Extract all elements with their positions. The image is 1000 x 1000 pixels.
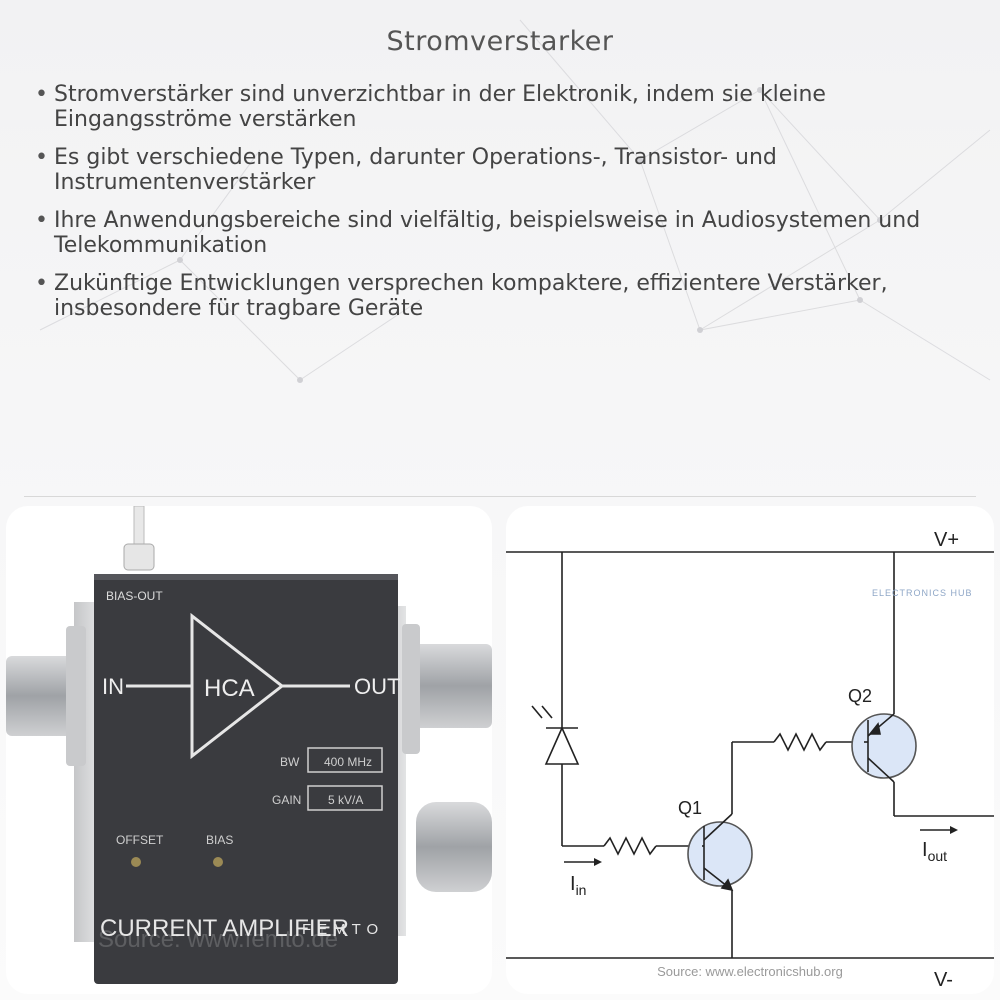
current-amplifier-device-image: BIAS-OUT IN HCA OUT BW 400 MHz GAIN 5 kV… [6,506,492,984]
i-in-subscript: in [576,882,587,898]
bullet-dot-icon: • [35,145,48,170]
bullet-text: Stromverstärker sind unverzichtbar in de… [54,82,826,132]
bullet-item: •Stromverstärker sind unverzichtbar in d… [32,82,972,132]
gain-value: 5 kV/A [328,793,363,807]
bullet-text: Es gibt verschiedene Typen, darunter Ope… [54,145,777,195]
i-out-label: Iout [922,839,947,864]
i-in-label: Iin [570,873,586,898]
i-in-symbol: I [570,873,576,895]
i-out-subscript: out [928,848,948,864]
product-name: CURRENT AMPLIFIER [100,915,349,942]
slide-title: Stromverstarker [386,26,614,57]
in-label: IN [102,674,124,699]
bw-value: 400 MHz [324,755,372,769]
section-divider [24,496,976,497]
circuit-source-credit: Source: www.electronicshub.org [657,964,843,979]
bullet-text: Ihre Anwendungsbereiche sind vielfältig,… [54,208,921,258]
photo-watermark: Source: www.femto.de [98,926,339,953]
circuit-diagram-card: V+ V- Q1 Q2 Iin Iout ELECTRONICS HUB Sou… [506,506,994,994]
i-out-symbol: I [922,839,928,861]
bw-label: BW [280,755,300,769]
transistor-current-amplifier-circuit: V+ V- Q1 Q2 Iin Iout ELECTRONICS HUB [506,529,994,991]
bullet-dot-icon: • [35,82,48,107]
bullet-dot-icon: • [35,271,48,296]
gain-label: GAIN [272,793,301,807]
bias-out-label: BIAS-OUT [106,589,163,603]
bullet-item: •Es gibt verschiedene Typen, darunter Op… [32,145,972,195]
q1-label: Q1 [678,798,702,818]
bullet-item: •Ihre Anwendungsbereiche sind vielfältig… [32,208,972,258]
out-label: OUT [354,674,400,699]
hca-label: HCA [204,675,255,702]
bias-label: BIAS [206,833,233,847]
v-minus-label: V- [934,969,953,991]
bullet-text: Zukünftige Entwicklungen versprechen kom… [54,271,888,321]
brand-logo: FEMTO [302,921,384,938]
device-photo-card: BIAS-OUT IN HCA OUT BW 400 MHz GAIN 5 kV… [6,506,492,994]
q2-label: Q2 [848,686,872,706]
offset-label: OFFSET [116,833,164,847]
bullet-item: •Zukünftige Entwicklungen versprechen ko… [32,271,972,321]
v-plus-label: V+ [934,529,959,551]
bullet-list: •Stromverstärker sind unverzichtbar in d… [32,82,972,334]
bullet-dot-icon: • [35,208,48,233]
electronics-hub-logo: ELECTRONICS HUB [872,588,973,598]
